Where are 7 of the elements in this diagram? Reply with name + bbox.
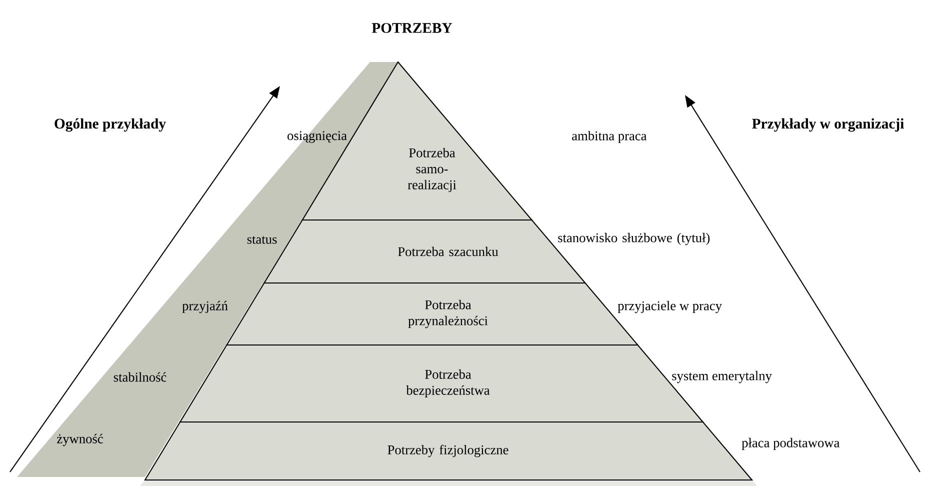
column-heading: Przykłady w organizacji (752, 118, 904, 132)
title: POTRZEBY (372, 23, 452, 33)
example-label: żywność (57, 434, 103, 446)
column-heading: Ogólne przykłady (54, 118, 166, 132)
example-label: przyjaźń (182, 300, 228, 314)
example-label: ambitna praca (572, 130, 647, 144)
example-label: stabilność (114, 372, 166, 382)
